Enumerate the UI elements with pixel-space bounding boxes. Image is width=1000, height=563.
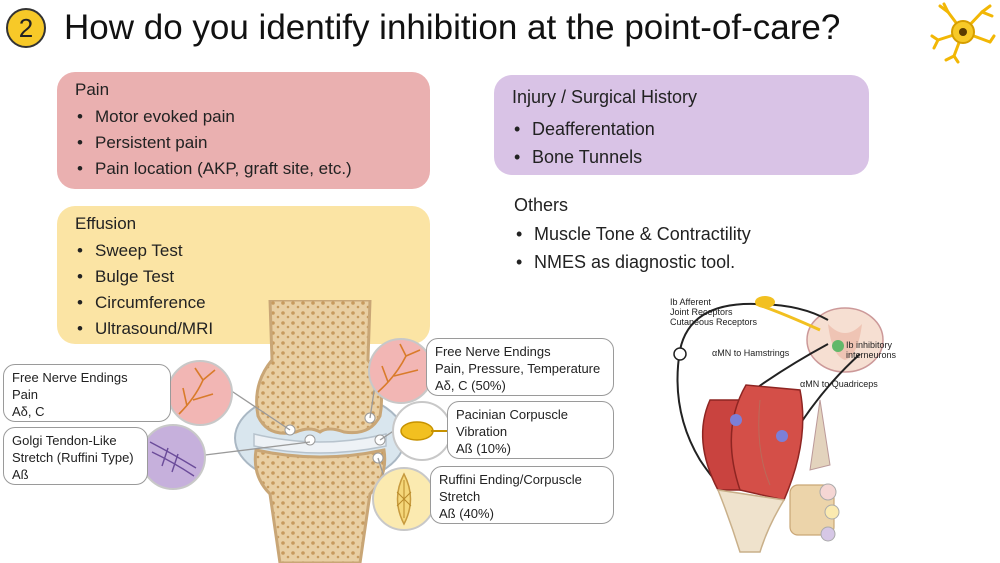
injury-heading: Injury / Surgical History xyxy=(512,87,698,107)
callout-free-nerve-left: Free Nerve Endings Pain Aδ, C xyxy=(3,364,171,422)
amn-quadriceps-label: αMN to Quadriceps xyxy=(800,379,878,389)
callout-fiber: Aδ, C (50%) xyxy=(435,378,506,393)
pacinian-corpuscle-icon xyxy=(392,401,452,461)
others-heading: Others xyxy=(514,195,569,215)
effusion-item: Circumference xyxy=(75,290,412,316)
callout-title: Free Nerve Endings xyxy=(12,370,128,385)
slide-number: 2 xyxy=(18,12,34,43)
ib-inhibitory-label: Ib inhibitory xyxy=(846,340,893,350)
injury-item: Bone Tunnels xyxy=(512,143,851,171)
slide-title: How do you identify inhibition at the po… xyxy=(64,8,841,47)
ruffini-ending-icon xyxy=(372,467,436,531)
effusion-heading: Effusion xyxy=(75,214,137,233)
cutaneous-receptors-label: Cutaneous Receptors xyxy=(670,317,758,327)
pain-item: Motor evoked pain xyxy=(75,104,412,130)
injury-item: Deafferentation xyxy=(512,115,851,143)
pain-heading: Pain xyxy=(75,80,110,99)
golgi-tendon-icon xyxy=(140,424,206,490)
amn-hamstrings-label: αMN to Hamstrings xyxy=(712,348,790,358)
pain-item: Pain location (AKP, graft site, etc.) xyxy=(75,156,412,182)
callout-golgi: Golgi Tendon-Like Stretch (Ruffini Type)… xyxy=(3,427,148,485)
knee-joint-illustration xyxy=(234,300,406,563)
callout-function: Stretch xyxy=(439,489,481,504)
callout-title: Pacinian Corpuscle xyxy=(456,407,569,422)
neural-pathway-figure: Ib Afferent Joint Receptors Cutaneous Re… xyxy=(670,296,897,553)
callout-pacinian: Pacinian Corpuscle Vibration Aß (10%) xyxy=(447,401,614,459)
joint-receptors-label: Joint Receptors xyxy=(670,307,733,317)
callout-function: Pain, Pressure, Temperature xyxy=(435,361,601,376)
ib-afferent-label: Ib Afferent xyxy=(670,297,711,307)
slide-number-badge: 2 xyxy=(6,8,46,48)
injury-history-box: Injury / Surgical History Deafferentatio… xyxy=(494,75,869,175)
callout-title: Ruffini Ending/Corpuscle xyxy=(439,472,582,487)
neuron-icon xyxy=(930,2,996,64)
others-item: NMES as diagnostic tool. xyxy=(514,248,751,276)
callout-fiber: Aδ, C xyxy=(12,404,45,419)
others-section: Others Muscle Tone & Contractility NMES … xyxy=(514,192,751,276)
callout-title: Free Nerve Endings xyxy=(435,344,551,359)
interneurons-label: interneurons xyxy=(846,350,897,360)
callout-free-nerve-right: Free Nerve Endings Pain, Pressure, Tempe… xyxy=(426,338,614,396)
effusion-box: Effusion Sweep Test Bulge Test Circumfer… xyxy=(57,206,430,344)
callout-fiber: Aß (40%) xyxy=(439,506,494,521)
others-item: Muscle Tone & Contractility xyxy=(514,220,751,248)
effusion-item: Sweep Test xyxy=(75,238,412,264)
callout-ruffini: Ruffini Ending/Corpuscle Stretch Aß (40%… xyxy=(430,466,614,524)
pain-box: Pain Motor evoked pain Persistent pain P… xyxy=(57,72,430,189)
pain-item: Persistent pain xyxy=(75,130,412,156)
callout-function: Stretch (Ruffini Type) xyxy=(12,450,134,465)
callout-function: Vibration xyxy=(456,424,508,439)
callout-title: Golgi Tendon-Like xyxy=(12,433,117,448)
effusion-item: Bulge Test xyxy=(75,264,412,290)
effusion-item: Ultrasound/MRI xyxy=(75,316,412,342)
free-nerve-ending-icon xyxy=(167,360,233,426)
callout-function: Pain xyxy=(12,387,39,402)
callout-fiber: Aß (10%) xyxy=(456,441,511,456)
callout-fiber: Aß xyxy=(12,467,29,482)
